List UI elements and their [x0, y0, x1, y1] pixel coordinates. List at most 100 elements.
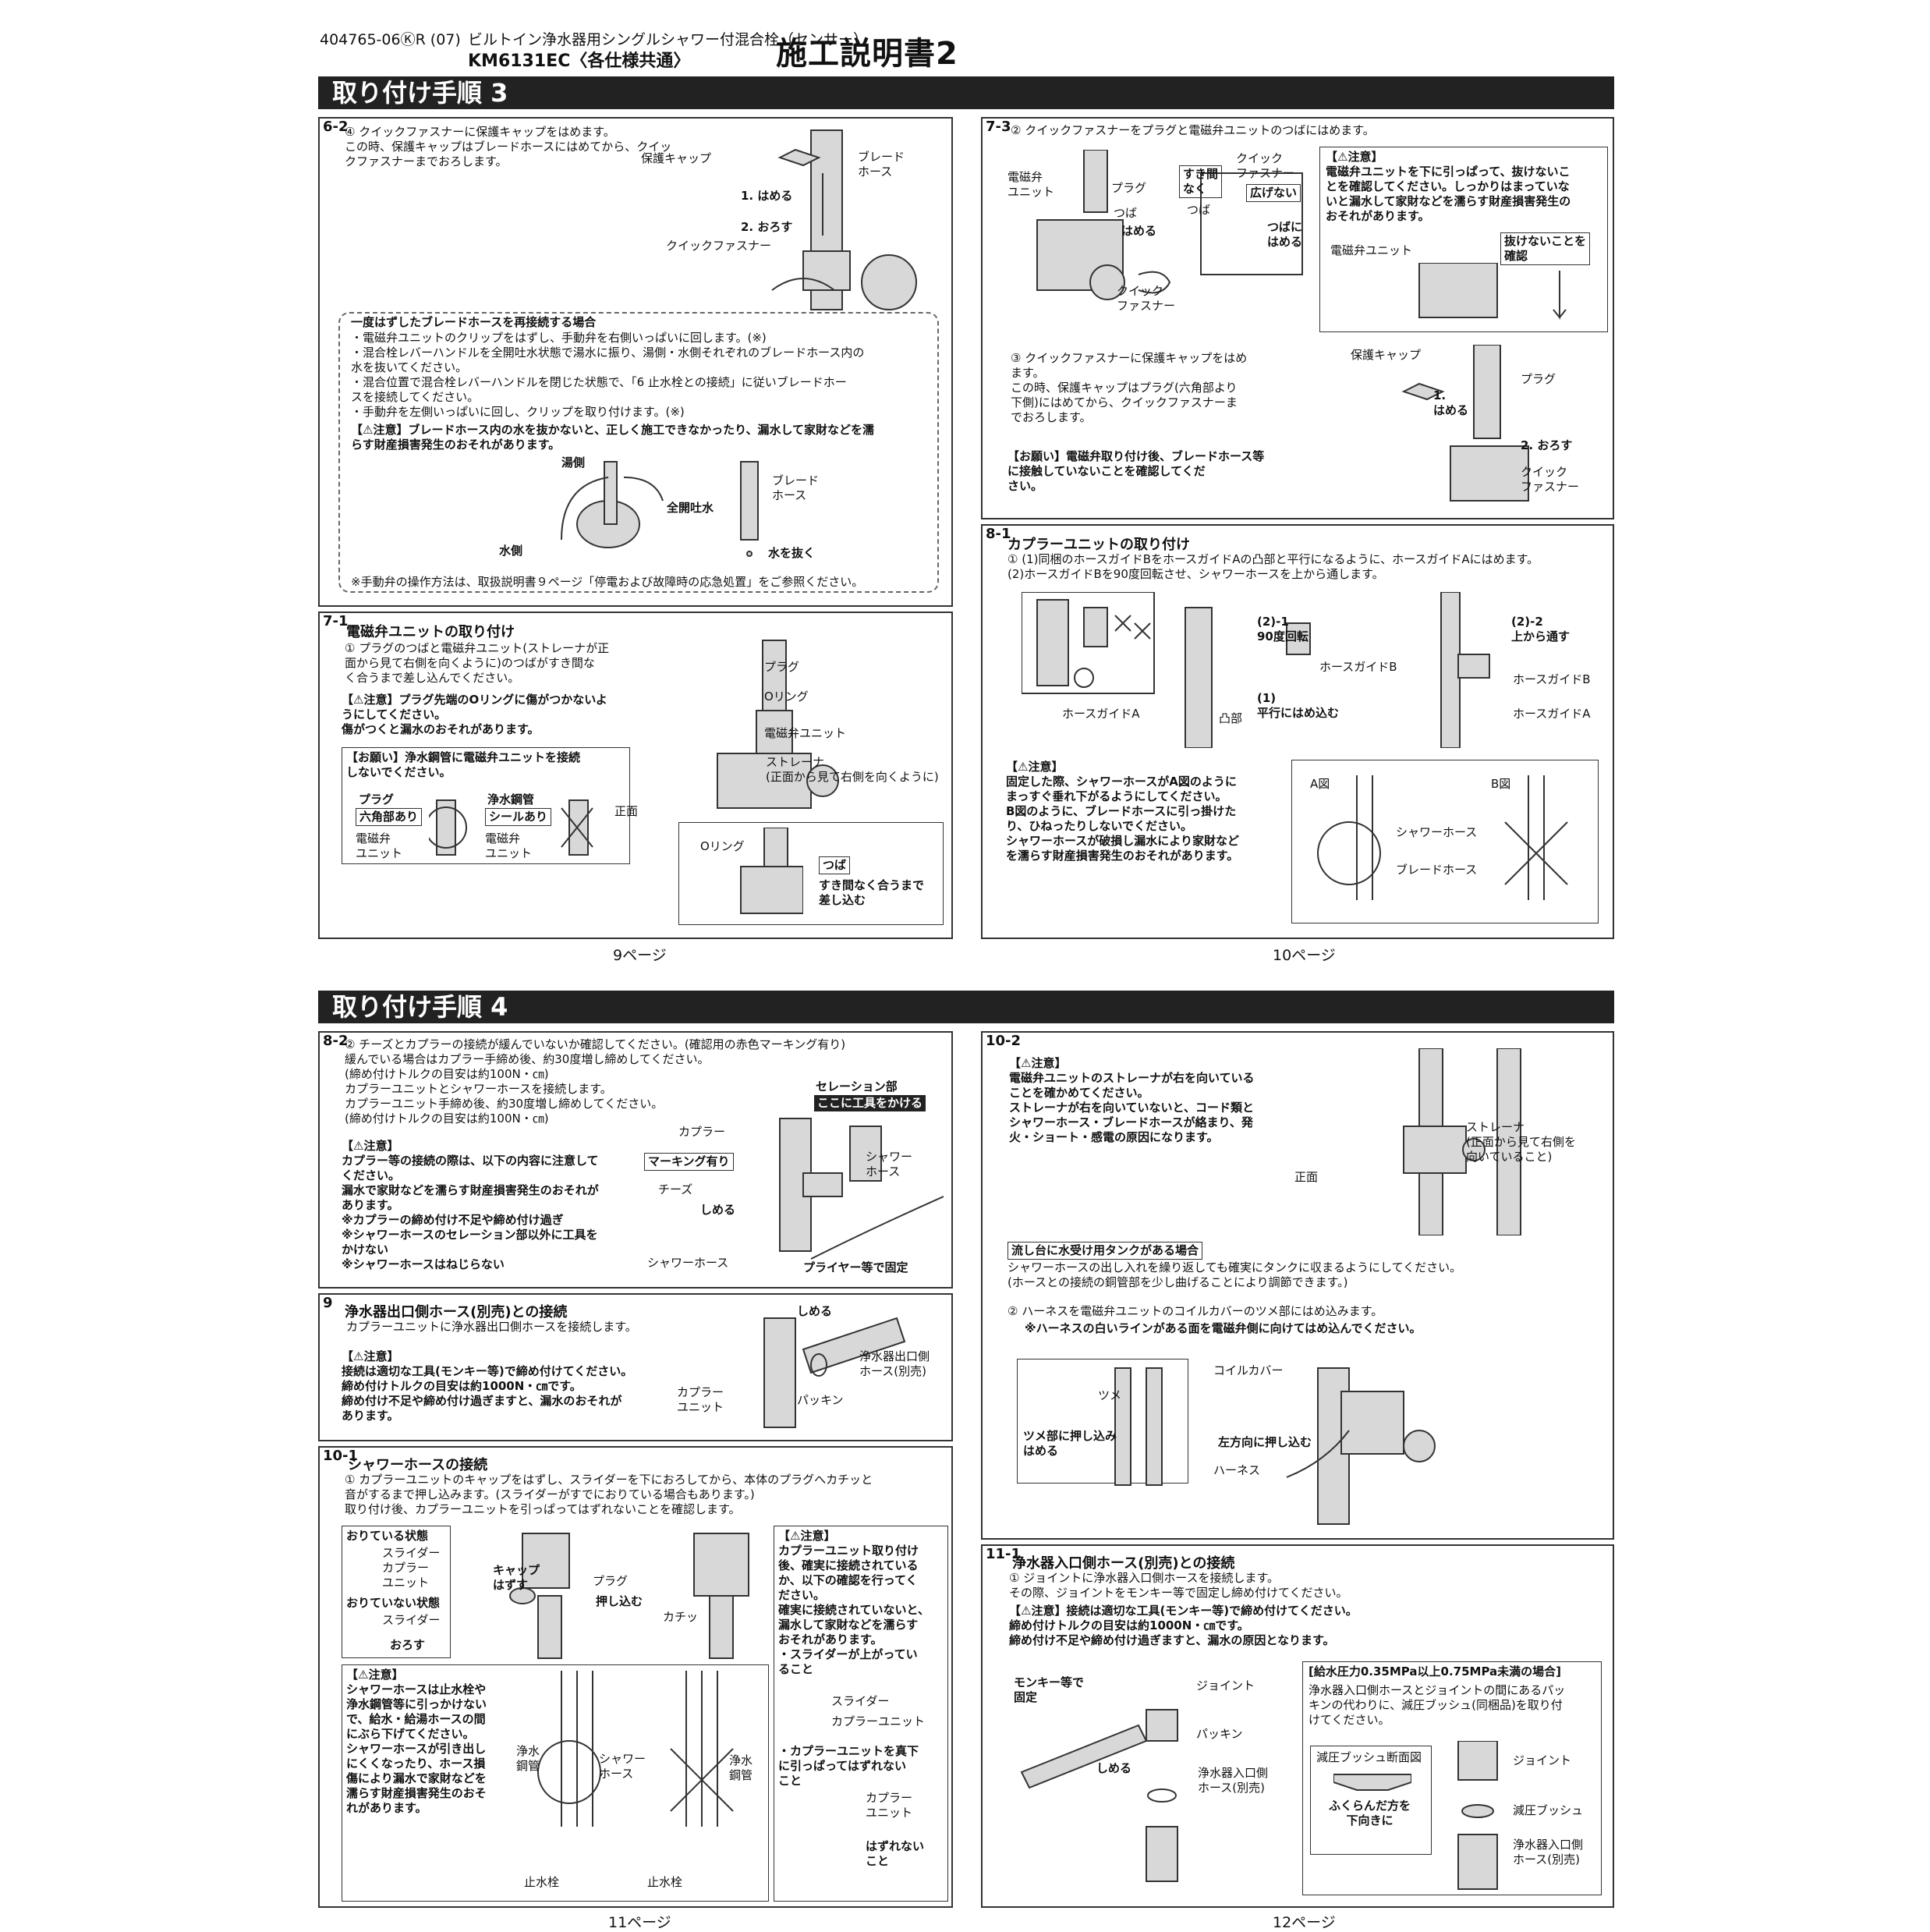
label-pipe-left: 浄水 鋼管: [516, 1744, 540, 1773]
check-caution: 【⚠注意】 カプラーユニット取り付け 後、確実に接続されている か、以下の確認を…: [778, 1529, 930, 1676]
label-shower-hose: シャワー ホース: [599, 1752, 646, 1781]
step-text: ① ジョイントに浄水器入口側ホースを接続します。 その際、ジョイントをモンキー等…: [1009, 1571, 1348, 1600]
label-check-coupler-2: カプラー ユニット: [866, 1791, 913, 1820]
page-number-11: 11ページ: [608, 1914, 671, 1931]
reattach-note-box: [338, 312, 939, 593]
manual-valve-diagram: [561, 461, 759, 557]
step-number: 7-3: [986, 119, 1011, 135]
label-unit-ok: 電磁弁 ユニット: [356, 831, 403, 860]
label-packing: パッキン: [797, 1393, 844, 1407]
label-shower-hose-right: シャワー ホース: [866, 1150, 913, 1179]
strainer-diagram: [1403, 1048, 1521, 1235]
label-claw: ツメ: [1098, 1388, 1122, 1402]
step-caution: 【⚠注意】 接続は適切な工具(モンキー等)で締め付けてください。 締め付けトルク…: [342, 1349, 633, 1423]
label-bush: 減圧ブッシュ: [1513, 1803, 1584, 1817]
label-plug-3: プラグ: [1521, 372, 1556, 386]
label-guide-a: ホースガイドA: [1062, 707, 1140, 721]
label-tighten: しめる: [700, 1203, 736, 1217]
pressure-text: 浄水器入口側ホースとジョイントの間にあるパッ キンの代わりに、減圧ブッシュ(同梱…: [1309, 1683, 1566, 1727]
check-caution-2: ・カプラーユニットを真下 に引っぱってはずれない こと: [778, 1744, 919, 1788]
solenoid-unit-diagram: [717, 640, 839, 809]
label-cheese: チーズ: [658, 1182, 693, 1196]
step-number: 8-1: [986, 526, 1011, 542]
label-rotate: (2)-1 90度回転: [1257, 615, 1309, 643]
state-down-title: おりている状態: [346, 1529, 429, 1543]
panel-step-10-1: 10-1 シャワーホースの接続 ① カプラーユニットのキャップをはずし、スライダ…: [318, 1446, 953, 1908]
connection-check-box: [774, 1526, 948, 1902]
slider-state-box: [342, 1526, 451, 1658]
label-no-spread: 広げない: [1246, 184, 1301, 202]
label-cap: 保護キャップ: [641, 151, 712, 165]
step-text: カプラーユニットに浄水器出口側ホースを接続します。: [346, 1320, 637, 1334]
label-push: 押し込む: [596, 1594, 643, 1608]
label-seal: シールあり: [485, 808, 552, 826]
label-strainer: ストレーナ (正面から見て右側を向くように): [766, 755, 939, 784]
label-stop-right: 止水栓: [647, 1875, 683, 1889]
state-up-down: おろす: [390, 1638, 426, 1652]
label-guide-b: ホースガイドB: [1319, 660, 1397, 674]
step-caution: 【⚠注意】プラグ先端のOリングに傷がつかないよ うにしてください。 傷がつくと漏…: [342, 693, 607, 736]
panel-step-8-1: 8-1 カプラーユニットの取り付け ① (1)同梱のホースガイドBをホースガイド…: [981, 524, 1614, 939]
manual-valve-note: ※手動弁の操作方法は、取扱説明書９ページ「停電および故障時の応急処置」をご参照く…: [351, 575, 864, 589]
label-quick-fastener: クイックファスナー: [666, 239, 772, 253]
label-guide-b-2: ホースガイドB: [1513, 672, 1591, 686]
pressure-box: [1302, 1661, 1602, 1895]
bush-section-diagram: [1333, 1774, 1411, 1791]
state-down-labels: スライダー カプラー ユニット: [382, 1546, 441, 1590]
label-joint: ジョイント: [1196, 1679, 1255, 1693]
label-click: カチッ: [663, 1610, 699, 1624]
label-coupler-unit: カプラー ユニット: [677, 1385, 724, 1414]
figure-ab-diagram: [1317, 775, 1568, 900]
caution-box: [1319, 147, 1608, 332]
step-number: 7-1: [323, 613, 349, 629]
request-text: 【お願い】電磁弁取り付け後、ブレードホース等 に接触していないことを確認してくだ…: [1007, 449, 1265, 493]
label-hot-side: 湯側: [561, 456, 586, 470]
hose-routing-box: [342, 1664, 769, 1902]
step-number: 10-1: [323, 1448, 359, 1464]
label-cap: 保護キャップ: [1351, 348, 1422, 362]
label-check-secure: 抜けないことを 確認: [1500, 232, 1591, 265]
label-push-left: 左方向に押し込む: [1218, 1435, 1312, 1449]
step-number: 11-1: [986, 1546, 1022, 1562]
label-tsuba: つば: [819, 856, 851, 874]
label-plug: プラグ: [764, 660, 800, 674]
plug-insert-diagram: [509, 1533, 749, 1659]
label-check-slider: スライダー: [831, 1694, 890, 1708]
bush-stack-diagram: [1457, 1741, 1498, 1890]
label-oring: Oリング: [764, 689, 809, 704]
tank-title: 流し台に水受け用タンクがある場合: [1007, 1242, 1203, 1260]
bush-section-box: [1310, 1746, 1432, 1855]
hose-guide-diagram: [1022, 592, 1490, 748]
label-check-no-detach: はずれない こと: [866, 1839, 925, 1868]
label-remove-cap: キャップ はずす: [493, 1563, 540, 1592]
label-hameru: はめる: [1121, 224, 1157, 238]
label-plug-small: プラグ: [359, 792, 395, 806]
reattach-title: 一度はずしたブレードホースを再接続する場合: [351, 315, 597, 329]
label-marking: マーキング有り: [644, 1153, 734, 1171]
product-model: KM6131EC〈各仕様共通〉: [468, 51, 691, 71]
label-tsuba-2: つば: [1187, 203, 1211, 217]
bush-title: 減圧ブッシュ断面図: [1316, 1750, 1422, 1764]
label-apply-tool: ここに工具をかける: [814, 1095, 926, 1111]
pull-check-diagram: [1418, 263, 1567, 320]
step-text: ① カプラーユニットのキャップをはずし、スライダーを下におろしてから、本体のプラ…: [345, 1473, 873, 1516]
label-hose: ブレード ホース: [858, 150, 905, 179]
request-text: 【お願い】浄水鋼管に電磁弁ユニットを接続 しないでください。: [346, 750, 581, 779]
harness-detail-box: [1017, 1359, 1188, 1484]
panel-title: カプラーユニットの取り付け: [1007, 537, 1190, 553]
panel-step-9: 9 浄水器出口側ホース(別売)との接続 カプラーユニットに浄水器出口側ホースを接…: [318, 1293, 953, 1441]
panel-step-8-2: 8-2 ② チーズとカプラーの接続が緩んでいないか確認してください。(確認用の赤…: [318, 1031, 953, 1289]
step-text-2: ② ハーネスを電磁弁ユニットのコイルカバーのツメ部にはめ込みます。: [1007, 1304, 1383, 1318]
label-step2: 2. おろす: [741, 220, 793, 234]
hose-routing-diagram: [537, 1671, 734, 1827]
panel-step-11-1: 11-1 浄水器入口側ホース(別売)との接続 ① ジョイントに浄水器入口側ホース…: [981, 1544, 1614, 1908]
label-step1: 1. はめる: [741, 189, 793, 203]
reattach-caution: 【⚠注意】ブレードホース内の水を抜かないと、正しく施工できなかったり、漏水して家…: [351, 423, 875, 452]
page-number-9: 9ページ: [613, 947, 667, 964]
label-outlet-hose: 浄水器出口側 ホース(別売): [859, 1349, 930, 1378]
label-hex: 六角部あり: [356, 808, 423, 826]
label-coupler: カプラー: [678, 1125, 726, 1139]
label-coil-cover: コイルカバー: [1213, 1363, 1284, 1377]
label-tighten: しめる: [797, 1304, 833, 1318]
coupler-diagram: [779, 1118, 944, 1260]
